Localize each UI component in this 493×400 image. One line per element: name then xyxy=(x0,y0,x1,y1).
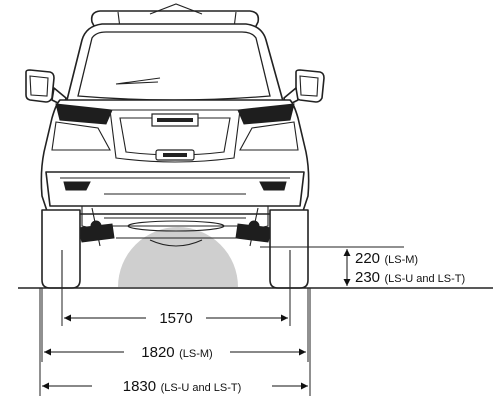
ground-clearance-zone xyxy=(118,227,238,287)
ground-clearance-dimension: 220 (LS-M) 230 (LS-U and LS-T) xyxy=(343,249,465,286)
width-lsut-dimension: 1830 (LS-U and LS-T) xyxy=(42,378,308,395)
tread-dimension: 1570 xyxy=(64,310,288,327)
vehicle-rear-view xyxy=(25,3,325,289)
extension-lines xyxy=(39,246,404,396)
width-lsut-label: 1830 (LS-U and LS-T) xyxy=(123,378,242,395)
clearance-lsut-label: 230 (LS-U and LS-T) xyxy=(355,269,465,286)
clearance-lsm-label: 220 (LS-M) xyxy=(355,250,418,267)
width-lsm-label: 1820 (LS-M) xyxy=(141,344,212,361)
width-lsm-dimension: 1820 (LS-M) xyxy=(44,344,306,361)
tread-label: 1570 xyxy=(159,310,192,327)
